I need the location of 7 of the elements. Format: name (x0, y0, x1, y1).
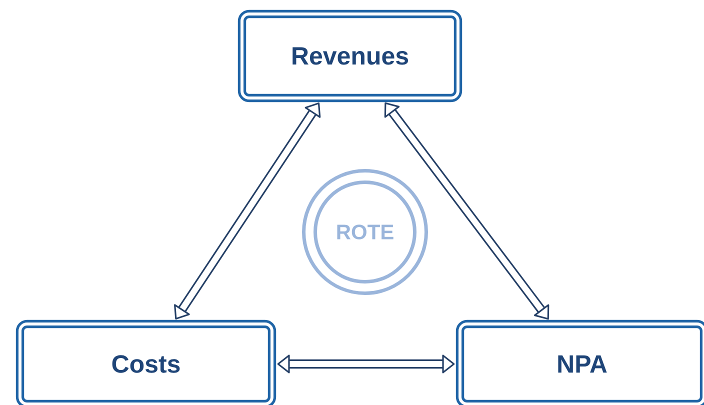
label-box: Revenues (238, 10, 462, 102)
ring-badge: ROTE (302, 169, 428, 295)
double-arrow (277, 354, 455, 374)
label-box: NPA (456, 320, 704, 405)
double-arrow (384, 102, 550, 320)
double-arrow (174, 102, 321, 320)
label-box: Costs (16, 320, 276, 405)
